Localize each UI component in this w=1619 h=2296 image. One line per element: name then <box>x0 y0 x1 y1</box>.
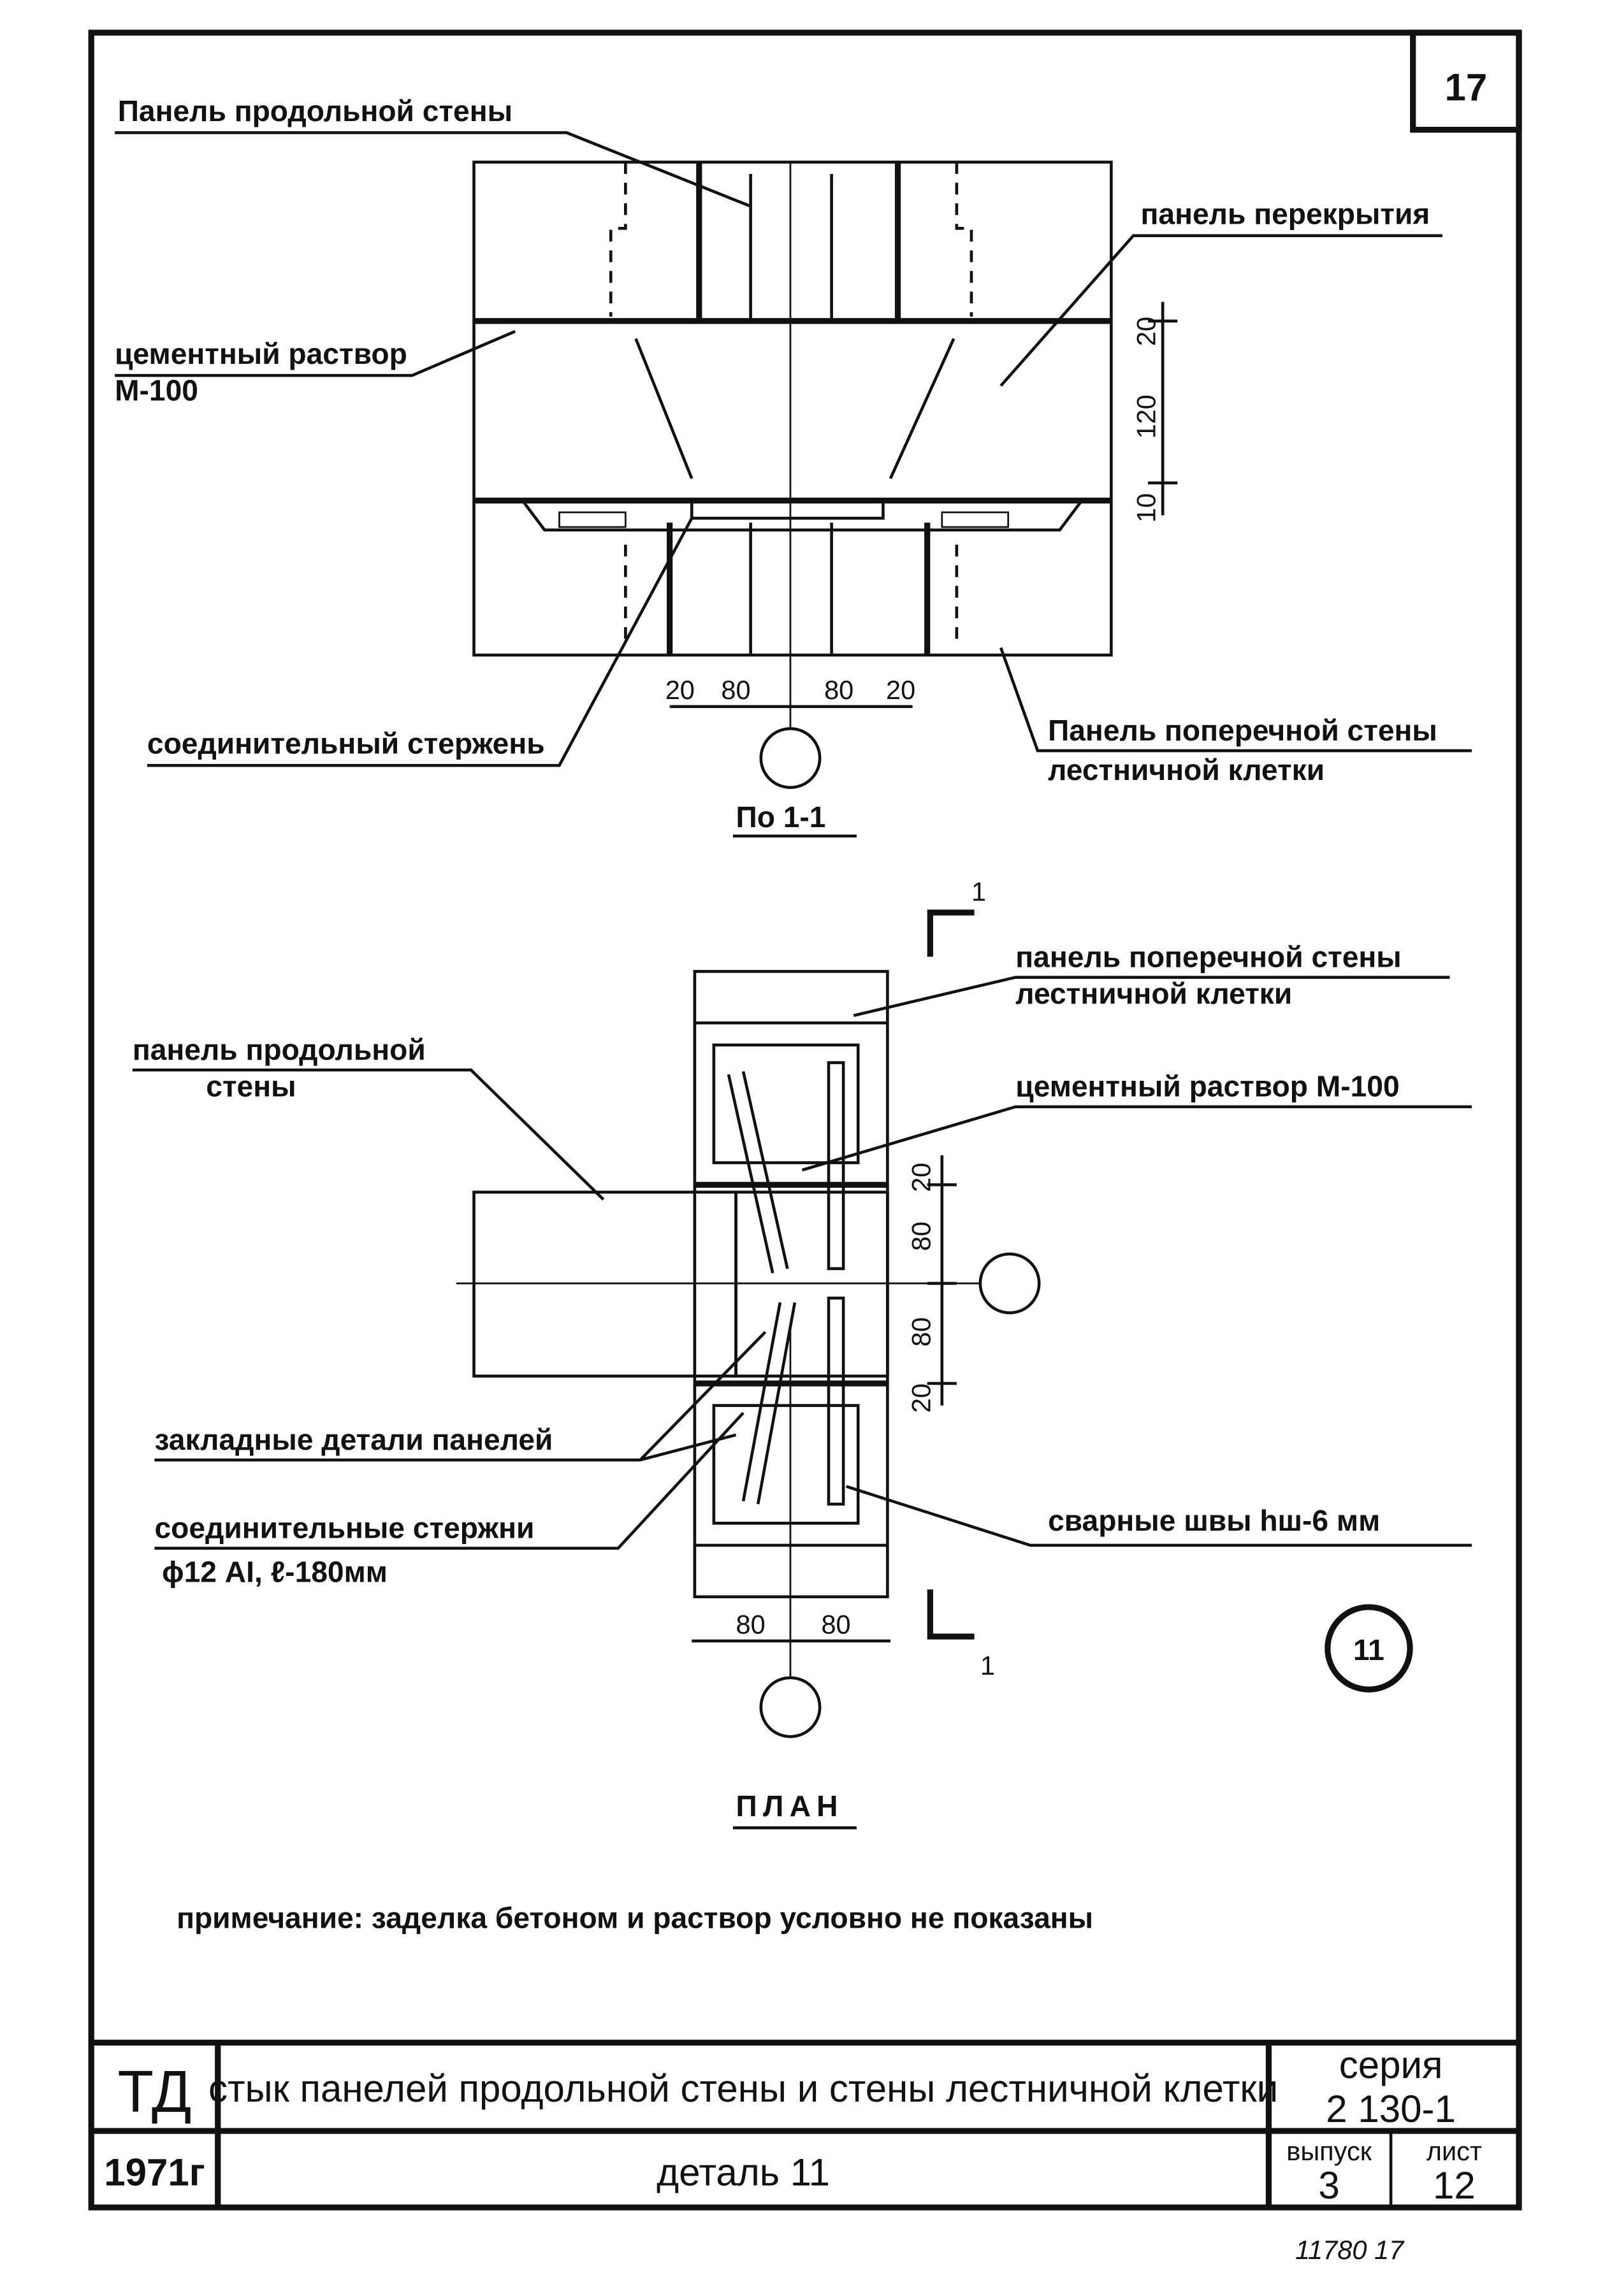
plan-vdim-2: 80 <box>906 1222 936 1251</box>
section-axis-marker <box>759 727 822 790</box>
plan-hdim-2: 80 <box>821 1610 850 1640</box>
plan-label-rod-spec: ϕ12 AI, ℓ-180мм <box>162 1556 388 1589</box>
note-text: примечание: заделка бетоном и раствор ус… <box>177 1901 1093 1934</box>
title-block-code: ТД <box>118 2058 192 2125</box>
section-hdim-2: 80 <box>721 675 750 705</box>
sheet-frame <box>88 29 1522 2211</box>
issue-label: выпуск <box>1286 2136 1372 2166</box>
plan-label-cross-wall: панель поперечной стены <box>1015 940 1401 973</box>
plan-vdim-3: 80 <box>906 1317 936 1347</box>
plan-title: ПЛАН <box>736 1789 844 1823</box>
section-vdim-3: 10 <box>1131 493 1161 523</box>
section-vdim-2: 120 <box>1131 394 1161 438</box>
section-vdim-1: 20 <box>1131 317 1161 346</box>
label-stair-cell: лестничной клетки <box>1048 753 1325 786</box>
section-mark-bottom: 1 <box>980 1650 995 1680</box>
plan-label-cement-mortar: цементный раствор М-100 <box>1015 1070 1399 1103</box>
section-hdim-4: 20 <box>886 675 915 705</box>
plan-label-welds: сварные швы hш-6 мм <box>1048 1504 1380 1537</box>
issue-value: 3 <box>1318 2164 1339 2207</box>
plan-label-connecting-rods: соединительные стержни <box>154 1511 534 1544</box>
label-cement-mortar: цементный раствор <box>115 337 407 370</box>
series-label: серия <box>1339 2044 1443 2086</box>
sheet-number-box <box>1410 29 1522 133</box>
title-block-year: 1971г <box>104 2151 205 2193</box>
section-hdim-1: 20 <box>665 675 695 705</box>
section-title: По 1-1 <box>736 800 826 834</box>
plan-drawing <box>456 909 1041 1738</box>
plan-label-embedded-parts: закладные детали панелей <box>154 1423 553 1456</box>
plan-label-long-wall-1: панель продольной <box>133 1033 426 1066</box>
title-block <box>91 2039 1519 2208</box>
detail-number: 11 <box>1353 1633 1384 1666</box>
label-floor-panel: панель перекрытия <box>1141 197 1430 230</box>
plan-axis-marker-right <box>978 1252 1041 1315</box>
label-longitudinal-wall-panel: Панель продольной стены <box>118 94 512 127</box>
label-cross-wall-panel: Панель поперечной стены <box>1048 714 1437 747</box>
plan-vdim-4: 20 <box>906 1383 936 1413</box>
plan-axis-marker-bottom <box>759 1676 822 1738</box>
sheet-label: лист <box>1427 2136 1482 2166</box>
series-value: 2 130-1 <box>1326 2088 1456 2130</box>
detail-number-circle <box>1325 1604 1413 1693</box>
title-block-detail: деталь 11 <box>657 2151 830 2193</box>
plan-hdim-1: 80 <box>736 1610 766 1640</box>
plan-label-long-wall-2: стены <box>206 1070 296 1103</box>
label-cement-mortar-grade: М-100 <box>115 373 198 407</box>
sheet-value: 12 <box>1433 2164 1476 2207</box>
section-drawing <box>472 161 1178 790</box>
plan-label-stair-cell: лестничной клетки <box>1015 977 1292 1010</box>
title-block-title: стык панелей продольной стены и стены ле… <box>208 2067 1278 2110</box>
label-connecting-rod: соединительный стержень <box>147 727 545 760</box>
section-hdim-3: 80 <box>824 675 853 705</box>
plan-vdim-1: 20 <box>906 1163 936 1192</box>
archive-number: 11780 17 <box>1295 2235 1405 2265</box>
section-mark-top: 1 <box>971 877 986 907</box>
sheet-corner-number: 17 <box>1444 66 1487 108</box>
